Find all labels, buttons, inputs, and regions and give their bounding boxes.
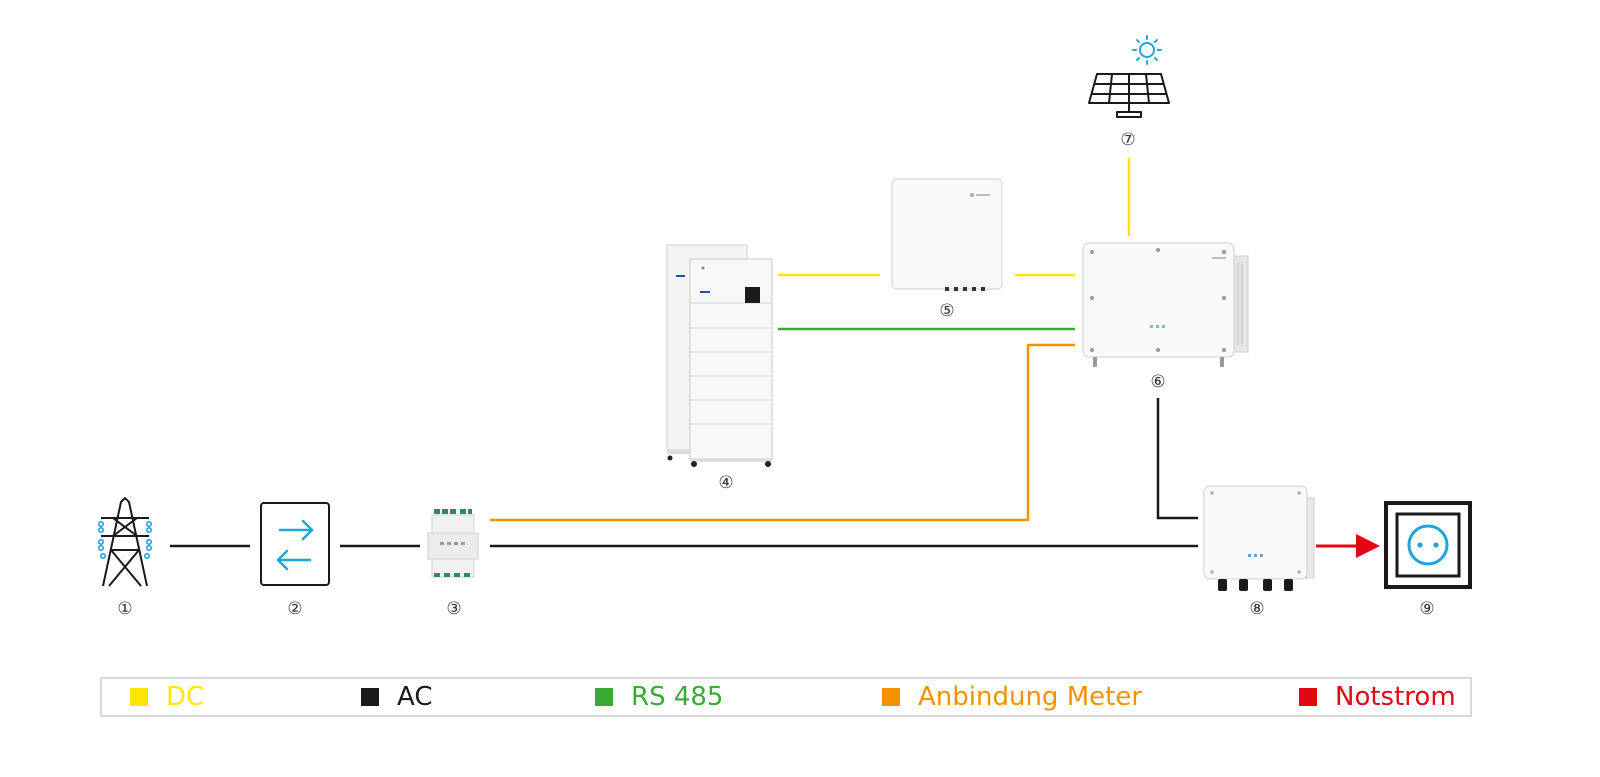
legend-label-ac: AC — [397, 682, 433, 712]
power-socket-icon — [1384, 501, 1472, 589]
bidirectional-meter-icon — [260, 502, 330, 586]
hybrid-inverter — [1082, 242, 1249, 367]
component-number-3: ③ — [446, 599, 461, 619]
solar-panel-icon — [1088, 35, 1170, 118]
legend-item-ac: AC — [361, 679, 432, 715]
component-number-6: ⑥ — [1150, 372, 1165, 392]
legend-item-notstrom: Notstrom — [1299, 679, 1456, 715]
connection-lines — [170, 158, 1380, 558]
energy-meter-device — [427, 509, 479, 578]
component-number-5: ⑤ — [939, 301, 954, 321]
battery-converter-box — [891, 178, 1003, 291]
legend-swatch-rs485 — [595, 688, 613, 706]
legend-label-rs485: RS 485 — [631, 682, 724, 712]
legend-swatch-ac — [361, 688, 379, 706]
backup-box — [1203, 485, 1315, 591]
component-number-8: ⑧ — [1249, 599, 1264, 619]
legend-swatch-dc — [130, 688, 148, 706]
component-number-2: ② — [287, 599, 302, 619]
legend-item-meter: Anbindung Meter — [882, 679, 1142, 715]
legend-label-notstrom: Notstrom — [1335, 682, 1456, 712]
component-number-9: ⑨ — [1419, 599, 1434, 619]
ac-line-inverter-backup — [1156, 398, 1198, 520]
legend-item-dc: DC — [130, 679, 204, 715]
legend: DC AC RS 485 Anbindung Meter Notstrom — [100, 677, 1472, 717]
component-number-4: ④ — [718, 473, 733, 493]
legend-item-rs485: RS 485 — [595, 679, 723, 715]
legend-swatch-notstrom — [1299, 688, 1317, 706]
battery-stack — [666, 244, 773, 467]
meter-line-device-inverter — [490, 343, 1075, 522]
power-pylon-icon — [97, 497, 152, 587]
legend-label-meter: Anbindung Meter — [918, 682, 1143, 712]
backup-arrow-head — [1356, 534, 1380, 558]
legend-label-dc: DC — [166, 682, 205, 712]
component-number-1: ① — [117, 599, 132, 619]
component-number-7: ⑦ — [1120, 130, 1135, 150]
legend-swatch-meter — [882, 688, 900, 706]
